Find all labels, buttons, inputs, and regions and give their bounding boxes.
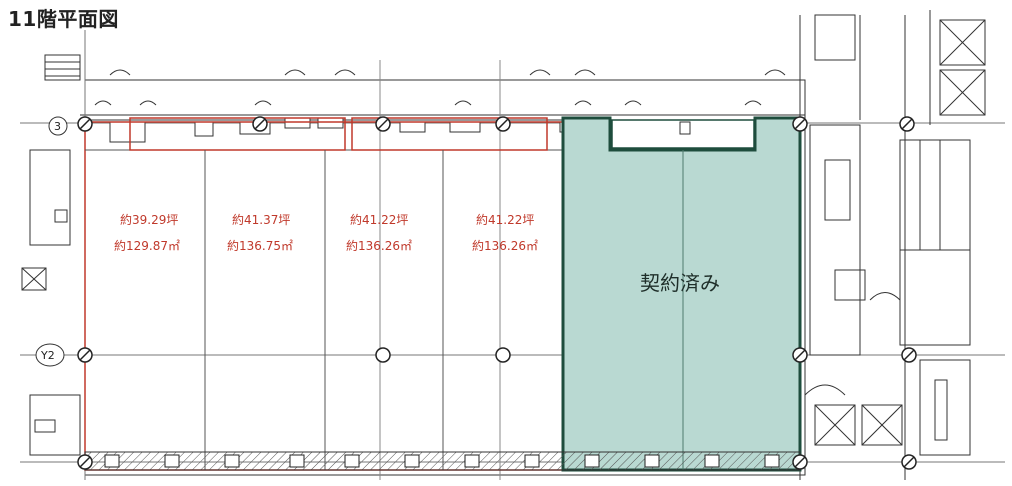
svg-text:Y2: Y2 [40, 349, 55, 362]
door-swings [94, 69, 786, 106]
column-markers [77, 116, 917, 470]
unit-2-sqm: 約136.75㎡ [227, 238, 293, 253]
unit-3-tsubo: 約41.22坪 [350, 212, 408, 227]
unit-3-sqm: 約136.26㎡ [346, 238, 412, 253]
right-core [804, 14, 986, 456]
svg-text:3: 3 [54, 120, 61, 133]
unit-4-sqm: 約136.26㎡ [472, 238, 538, 253]
grid-tag-3: 3 [48, 116, 68, 136]
left-core [21, 54, 81, 456]
available-units-outline [84, 117, 564, 471]
unit-4-tsubo: 約41.22坪 [476, 212, 534, 227]
bottom-wall-band [84, 451, 801, 471]
grid-tag-y2: Y2 [35, 343, 65, 367]
unit-1-sqm: 約129.87㎡ [114, 238, 180, 253]
contracted-label: 契約済み [640, 271, 720, 295]
unit-2-tsubo: 約41.37坪 [232, 212, 290, 227]
page-title: 11階平面図 [8, 7, 119, 31]
unit-1-tsubo: 約39.29坪 [120, 212, 178, 227]
unit-dividers [204, 150, 444, 470]
